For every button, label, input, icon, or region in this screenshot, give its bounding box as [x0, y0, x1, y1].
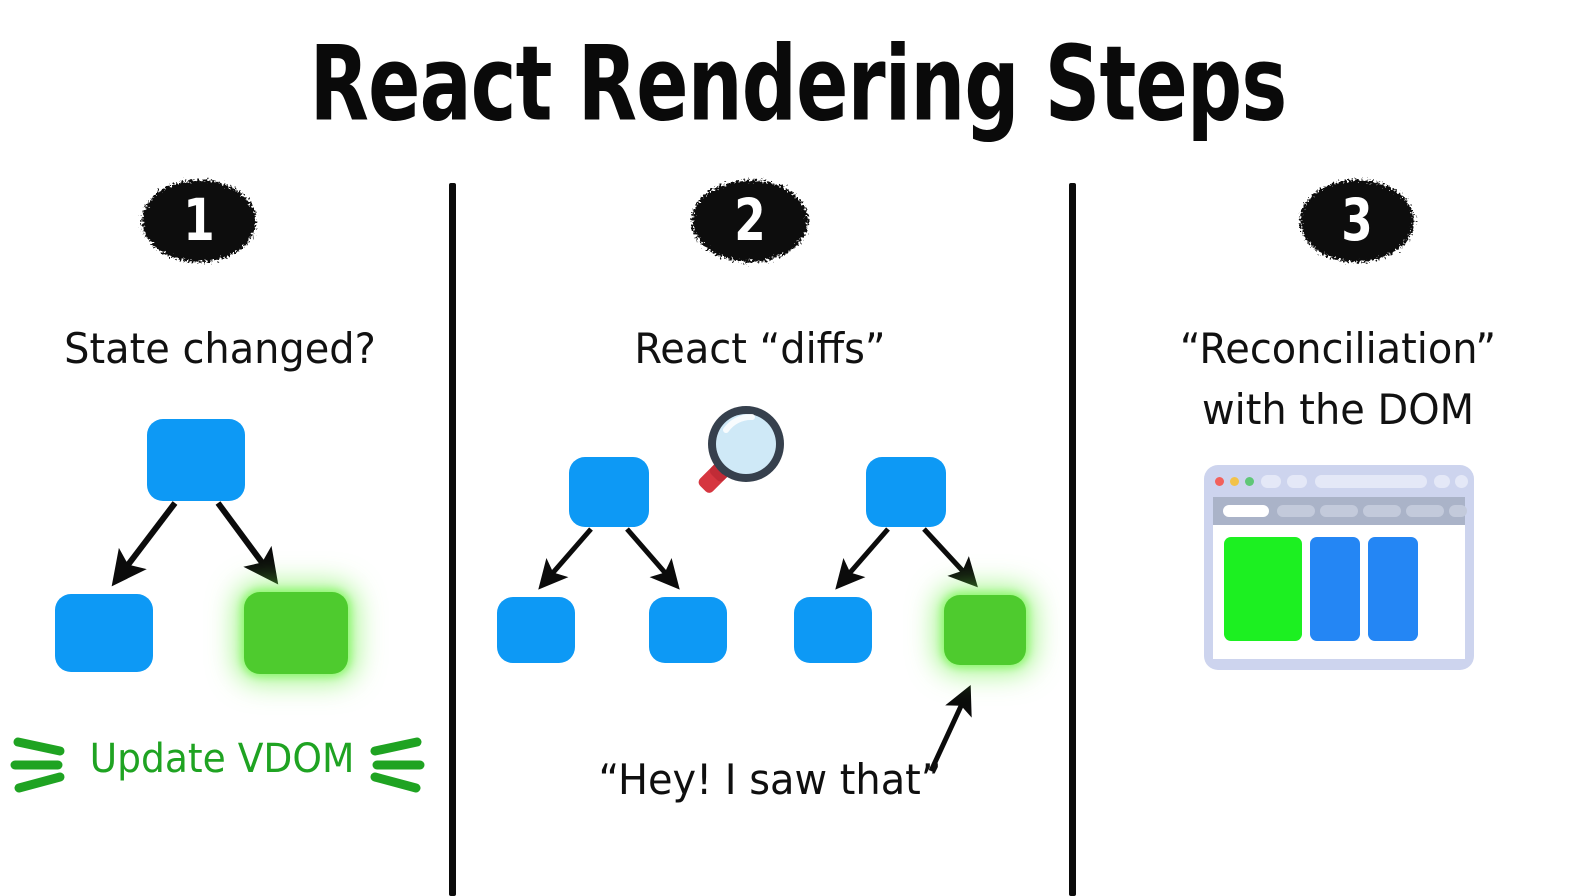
column-3-heading-line-1: “Reconciliation”	[1179, 324, 1497, 373]
column-3-heading-line-2: with the DOM	[1201, 385, 1475, 434]
titlebar-action-1	[1434, 475, 1450, 488]
traffic-light-green-icon	[1245, 477, 1254, 486]
titlebar-tab-2	[1287, 475, 1307, 488]
step-number-2: 2	[734, 186, 766, 254]
step-number-3: 3	[1341, 186, 1373, 254]
vdom-node-leaf-left	[55, 594, 153, 672]
sparkle-left-icon	[10, 737, 65, 793]
toolbar-item-4	[1363, 505, 1401, 517]
dom-panel-3	[1368, 537, 1418, 641]
hey-i-saw-that-label: “Hey! I saw that”	[598, 755, 942, 804]
column-divider-1	[449, 183, 456, 896]
step-number-1: 1	[183, 186, 215, 254]
prev-tree-node-root	[569, 457, 649, 527]
column-divider-2	[1069, 183, 1076, 896]
toolbar-item-5	[1406, 505, 1444, 517]
sparkle-right-icon	[370, 737, 425, 793]
column-3-heading: “Reconciliation” with the DOM	[1093, 318, 1583, 440]
browser-titlebar	[1204, 465, 1474, 497]
badge-blob-icon	[142, 180, 256, 262]
dom-panel-updated	[1224, 537, 1302, 641]
toolbar-item-2	[1277, 505, 1315, 517]
update-vdom-caption: Update VDOM	[10, 728, 430, 800]
titlebar-action-2	[1455, 475, 1468, 488]
next-tree-node-leaf-right-changed	[944, 595, 1026, 665]
address-bar	[1315, 475, 1427, 488]
step-badge-2: 2	[684, 173, 816, 269]
column-1-heading: State changed?	[64, 324, 376, 373]
vdom-node-leaf-right-updated	[244, 592, 348, 674]
next-tree-node-leaf-left	[794, 597, 872, 663]
next-tree-node-root	[866, 457, 946, 527]
vdom-node-root	[147, 419, 245, 501]
badge-blob-icon	[692, 180, 808, 262]
browser-window-mockup	[1204, 465, 1474, 670]
traffic-light-red-icon	[1215, 477, 1224, 486]
step-badge-1: 1	[133, 173, 265, 269]
traffic-light-yellow-icon	[1230, 477, 1239, 486]
page-title: React Rendering Steps	[309, 24, 1288, 145]
toolbar-item-6	[1449, 505, 1467, 517]
toolbar-item-3	[1320, 505, 1358, 517]
browser-toolbar	[1213, 497, 1467, 525]
update-vdom-label: Update VDOM	[89, 736, 355, 782]
titlebar-tab-1	[1261, 475, 1281, 488]
browser-viewport	[1213, 525, 1465, 659]
dom-panel-2	[1310, 537, 1360, 641]
prev-tree-node-leaf-left	[497, 597, 575, 663]
magnifying-glass-icon	[698, 406, 784, 493]
badge-blob-icon	[1300, 180, 1414, 262]
toolbar-item-active	[1223, 505, 1269, 517]
prev-tree-node-leaf-right	[649, 597, 727, 663]
step-badge-3: 3	[1291, 173, 1423, 269]
column-2-heading: React “diffs”	[634, 324, 886, 373]
